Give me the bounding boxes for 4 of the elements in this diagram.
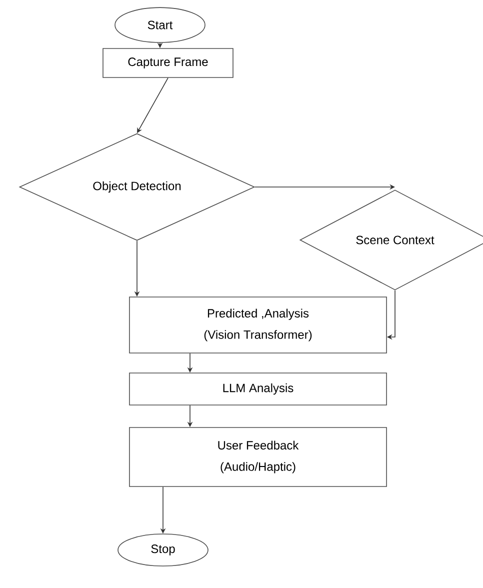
process-box: User Feedback (Audio/Haptic) [129, 427, 387, 487]
process-box: Predicted ,Analysis (Vision Transformer) [129, 296, 387, 354]
process-box: LLM Analysis [129, 372, 387, 406]
process-box: Capture Frame [102, 48, 234, 78]
